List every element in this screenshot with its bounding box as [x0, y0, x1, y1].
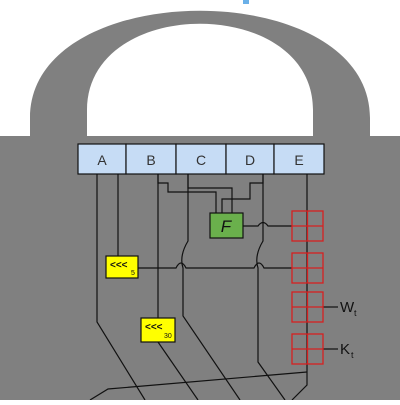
word-label-sub: t [354, 308, 357, 318]
register-d: D [225, 143, 275, 175]
rotate-30-amount: 30 [164, 333, 172, 340]
adder-3-cross [292, 292, 323, 322]
word-label-main: W [340, 299, 355, 316]
adder-1 [291, 210, 324, 242]
register-a: A [77, 143, 127, 175]
adder-3 [291, 291, 324, 323]
rotate-left-5: <<< 5 [105, 255, 139, 279]
wires [89, 174, 338, 401]
constant-input-label: K t [340, 341, 354, 360]
wire-a-down [96, 174, 146, 401]
wire-e-to-adders [291, 174, 308, 401]
adders [291, 210, 324, 365]
rotate-30-box [140, 317, 176, 343]
register-c-box [175, 143, 227, 175]
word-input-label: W t [340, 299, 357, 318]
function-box [209, 212, 244, 239]
adder-4-cross [292, 334, 323, 364]
wire-rotate30-out [157, 341, 199, 401]
rotate-left-30: <<< 30 [140, 317, 176, 343]
register-a-box [77, 143, 127, 175]
register-c: C [175, 143, 227, 175]
register-c-label: C [196, 152, 206, 168]
function-f: F [209, 212, 244, 239]
rotate-30-arrows: <<< [145, 322, 163, 333]
register-e-label: E [294, 152, 303, 168]
rotate-5-box [105, 255, 139, 279]
adder-2 [291, 252, 324, 284]
register-d-label: D [245, 152, 255, 168]
wire-rotate5-to-adder [138, 262, 292, 269]
adder-2-cross [292, 253, 323, 283]
register-e: E [273, 143, 325, 175]
register-b-label: B [146, 152, 155, 168]
constant-label-main: K [340, 341, 350, 358]
wire-d-down [256, 174, 286, 401]
adder-1-cross [292, 211, 323, 241]
register-b-box [125, 143, 177, 175]
register-d-box [225, 143, 275, 175]
adder-4 [291, 333, 324, 365]
constant-label-sub: t [351, 350, 354, 360]
register-e-box [273, 143, 325, 175]
register-a-label: A [97, 152, 107, 168]
top-accent [243, 0, 249, 4]
wire-c-down [181, 174, 241, 401]
rotate-5-amount: 5 [131, 270, 135, 277]
padlock-shackle [30, 10, 370, 138]
rotate-5-arrows: <<< [110, 260, 128, 271]
function-label: F [221, 217, 233, 236]
register-row: A B C D E [77, 143, 325, 175]
register-b: B [125, 143, 177, 175]
wire-feedback-to-a [89, 371, 308, 401]
